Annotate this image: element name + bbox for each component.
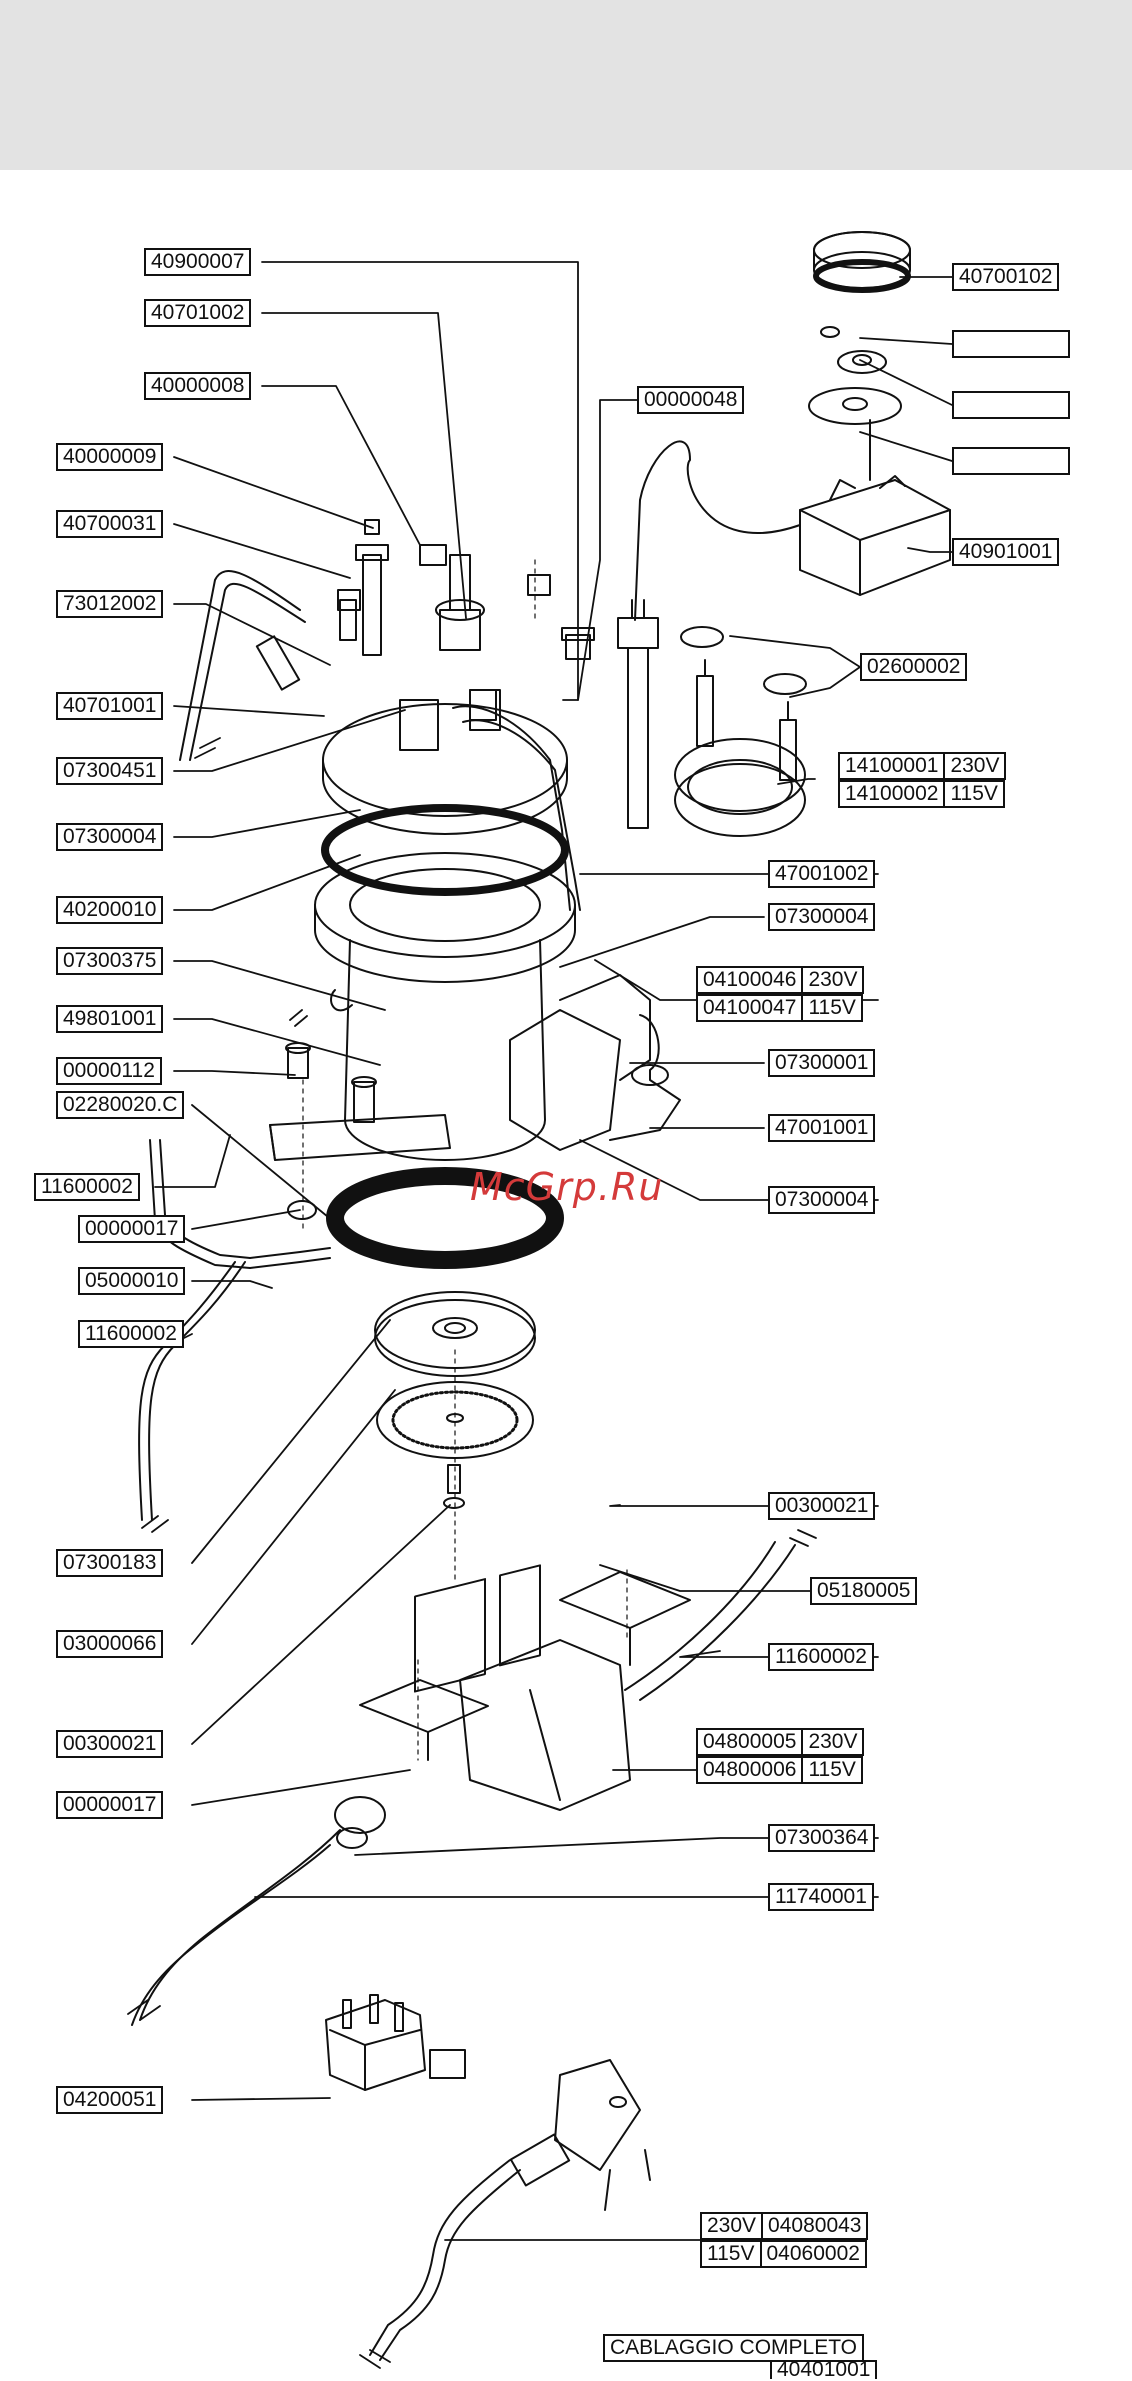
screw-bottom [443, 1464, 465, 1509]
boiler-part [179, 519, 681, 1269]
wiring-code: 40401001 [770, 2359, 878, 2380]
callout-02600002: 02600002 [860, 653, 968, 681]
callout-40200010: 40200010 [56, 896, 164, 924]
callout-07300004-b: 07300004 [768, 903, 876, 931]
power-plug [369, 2059, 651, 2361]
callout-07300183: 07300183 [56, 1549, 164, 1577]
power-switch [325, 1994, 466, 2091]
callout-00000048: 00000048 [637, 386, 745, 414]
callout-05180005: 05180005 [810, 1577, 918, 1605]
shower-screen [376, 1381, 534, 1459]
callout-07300375: 07300375 [56, 947, 164, 975]
blank-callout-2 [952, 391, 1070, 419]
callout-11600002-c: 11600002 [768, 1643, 874, 1671]
callout-40701002: 40701002 [144, 299, 252, 327]
watermark: McGrp.Ru [470, 1165, 664, 1209]
thermostat-probe [617, 599, 659, 829]
callout-11600002-b: 11600002 [78, 1320, 184, 1348]
callout-40000009: 40000009 [56, 443, 164, 471]
callout-07300364: 07300364 [768, 1824, 876, 1852]
callout-40700102: 40700102 [952, 263, 1060, 291]
callout-40901001: 40901001 [952, 538, 1060, 566]
callout-02280020-c: 02280020.C [56, 1091, 185, 1119]
callout-73012002: 73012002 [56, 590, 164, 618]
callout-07300001: 07300001 [768, 1049, 876, 1077]
callout-11740001: 11740001 [768, 1883, 874, 1911]
header-band [0, 0, 1132, 170]
blank-callout-3 [952, 447, 1070, 475]
assembly-axes [302, 559, 628, 1761]
blank-callout-1 [952, 330, 1070, 358]
callout-05000010: 05000010 [78, 1267, 186, 1295]
callout-49801001: 49801001 [56, 1005, 164, 1033]
callout-00000017-b: 00000017 [56, 1791, 164, 1819]
shower-plate [374, 1291, 536, 1377]
o-rings [680, 626, 807, 695]
callout-40000008: 40000008 [144, 372, 252, 400]
callout-07300004-a: 07300004 [56, 823, 164, 851]
break-marks [127, 737, 817, 2369]
callout-40701001: 40701001 [56, 692, 164, 720]
tube-right [624, 1541, 796, 1701]
callout-00000017-a: 00000017 [78, 1215, 186, 1243]
heating-element [674, 659, 806, 837]
callout-40900007: 40900007 [144, 248, 252, 276]
leader-lines [154, 261, 953, 2241]
solenoid-valve [131, 1564, 691, 2026]
wiring-title: CABLAGGIO COMPLETO [603, 2334, 865, 2362]
callout-00300021-a: 00300021 [56, 1730, 164, 1758]
callout-07300004-c: 07300004 [768, 1186, 876, 1214]
knob-part [813, 231, 911, 293]
callout-00300021-b: 00300021 [768, 1492, 876, 1520]
callout-00000112: 00000112 [56, 1057, 162, 1085]
callout-40700031: 40700031 [56, 510, 164, 538]
callout-04200051: 04200051 [56, 2086, 164, 2114]
callout-47001001: 47001001 [768, 1114, 876, 1142]
callout-11600002-a: 11600002 [34, 1173, 140, 1201]
callout-47001002: 47001002 [768, 860, 876, 888]
thermostat-part [634, 326, 951, 621]
callout-03000066: 03000066 [56, 1630, 164, 1658]
callout-07300451: 07300451 [56, 757, 164, 785]
